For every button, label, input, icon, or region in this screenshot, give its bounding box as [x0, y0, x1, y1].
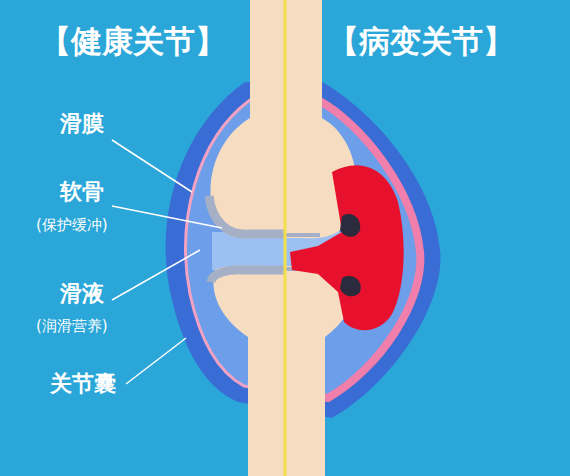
leader-line [112, 206, 222, 228]
part-name: 软骨 [60, 180, 104, 204]
leader-line [112, 140, 192, 192]
part-note: (保护缓冲) [36, 217, 108, 234]
cartilage [209, 196, 285, 234]
divider-line [284, 0, 287, 476]
part-name: 滑膜 [60, 112, 104, 136]
part-note: (润滑营养) [36, 318, 108, 335]
bone-erosion [340, 214, 360, 237]
part-name: 关节囊 [50, 372, 116, 396]
part-name: 滑液 [60, 282, 104, 306]
leader-line [112, 250, 200, 300]
thin-cartilage [285, 233, 320, 237]
panel-heading: 【健康关节】 [40, 24, 226, 58]
panel-heading: 【病变关节】 [328, 24, 514, 58]
cartilage [211, 270, 285, 282]
leader-line [126, 338, 186, 384]
pannus [290, 165, 404, 330]
bone-erosion [340, 276, 361, 296]
